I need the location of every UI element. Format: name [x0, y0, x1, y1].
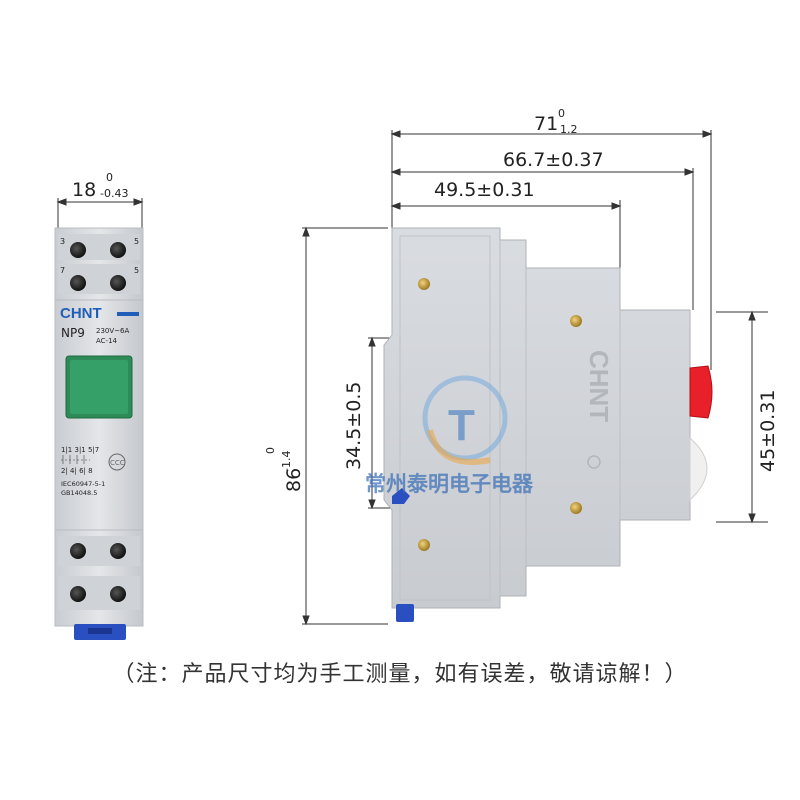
front-view: 18 0 -0.43 3 5 7 5 CHNT NP9 230V~6A AC-1…	[54, 171, 144, 640]
din-clip-top	[392, 488, 410, 504]
terminal-screw-icon	[70, 586, 86, 602]
indicator-lamp	[689, 436, 708, 502]
dim-height-upper: 0	[264, 447, 277, 454]
standard-2: GB14048.5	[61, 489, 97, 497]
front-model: NP9	[61, 326, 85, 340]
terminal-screw-icon	[70, 543, 86, 559]
front-rating-1: 230V~6A	[96, 327, 129, 335]
dim-front-face: 45±0.31	[757, 390, 779, 472]
watermark-company: 常州泰明电子电器	[365, 472, 534, 496]
dim-total-depth: 71	[534, 113, 558, 135]
rivet-icon	[418, 278, 430, 290]
front-width-lower-tol: -0.43	[100, 187, 128, 200]
wiring-bottom: 2| 4| 6| 8	[61, 467, 93, 475]
terminal-screw-icon	[70, 242, 86, 258]
dim-step-depth: 49.5±0.31	[434, 179, 535, 201]
ccc-mark-icon	[108, 453, 126, 471]
front-width-upper-tol: 0	[106, 171, 113, 184]
terminal-screw-icon	[110, 543, 126, 559]
dim-total-depth-lower: 1.2	[560, 123, 578, 136]
front-rating-2: AC-14	[96, 337, 118, 345]
front-width-dimension	[56, 198, 144, 228]
dim-total-depth-upper: 0	[558, 107, 565, 120]
terminal-screw-icon	[110, 275, 126, 291]
dim-height: 86	[283, 468, 305, 492]
watermark-logo-icon	[422, 375, 508, 461]
terminal-label: 5	[134, 266, 139, 275]
side-front-dimension	[716, 310, 768, 524]
watermark-logo-letter: T	[448, 401, 475, 450]
rivet-icon	[418, 539, 430, 551]
svg-text:CCC: CCC	[110, 459, 125, 467]
side-brand: CHNT	[584, 350, 614, 422]
terminal-label: 7	[60, 266, 65, 275]
rivet-icon	[570, 502, 582, 514]
side-height-dimension	[302, 226, 388, 626]
side-depth-dimensions	[390, 130, 713, 370]
dim-rail-clip: 34.5±0.5	[343, 382, 365, 470]
terminal-screw-icon	[110, 242, 126, 258]
front-width-nominal: 18	[72, 179, 96, 201]
footnote: （注：产品尺寸均为手工测量，如有误差，敬请谅解！）	[112, 662, 688, 687]
terminal-screw-icon	[110, 586, 126, 602]
dim-height-lower: -1.4	[280, 451, 293, 472]
standard-1: IEC60947-5-1	[61, 480, 105, 488]
wiring-top: 1|1 3|1 5|7	[61, 446, 99, 454]
side-push-button	[689, 365, 713, 419]
side-body	[383, 227, 691, 609]
watermark: T 常州泰明电子电器	[365, 375, 534, 496]
registered-mark-icon	[587, 455, 601, 469]
terminal-screw-icon	[70, 275, 86, 291]
side-rail-dimension	[368, 336, 400, 510]
front-brand: CHNT	[60, 305, 102, 322]
din-clip-bottom	[396, 604, 414, 622]
rivet-icon	[570, 315, 582, 327]
terminal-label: 5	[134, 237, 139, 246]
dim-upper-depth: 66.7±0.37	[503, 149, 604, 171]
side-view: 71 0 1.2 66.7±0.37 49.5±0.31 86 0 -1.4 3…	[264, 107, 779, 626]
terminal-label: 3	[60, 237, 65, 246]
